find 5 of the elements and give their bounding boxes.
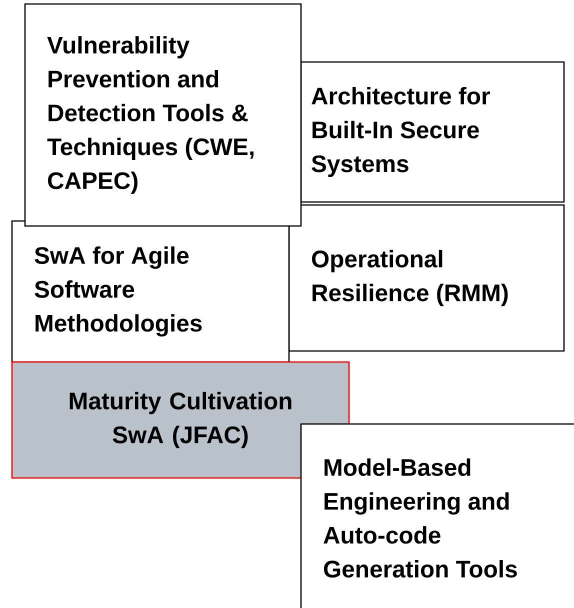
text-box: Model-Based Engineering and Auto-code Generation Tools xyxy=(300,423,574,608)
text-box: Operational Resilience (RMM) xyxy=(288,204,565,352)
text-box: SwA for Agile Software Methodologies xyxy=(11,220,290,363)
text-box: Vulnerability Prevention and Detection Tools & Techniques (CWE, CAPEC) xyxy=(24,3,302,227)
text-box: Architecture for Built-In Secure Systems xyxy=(300,61,565,203)
